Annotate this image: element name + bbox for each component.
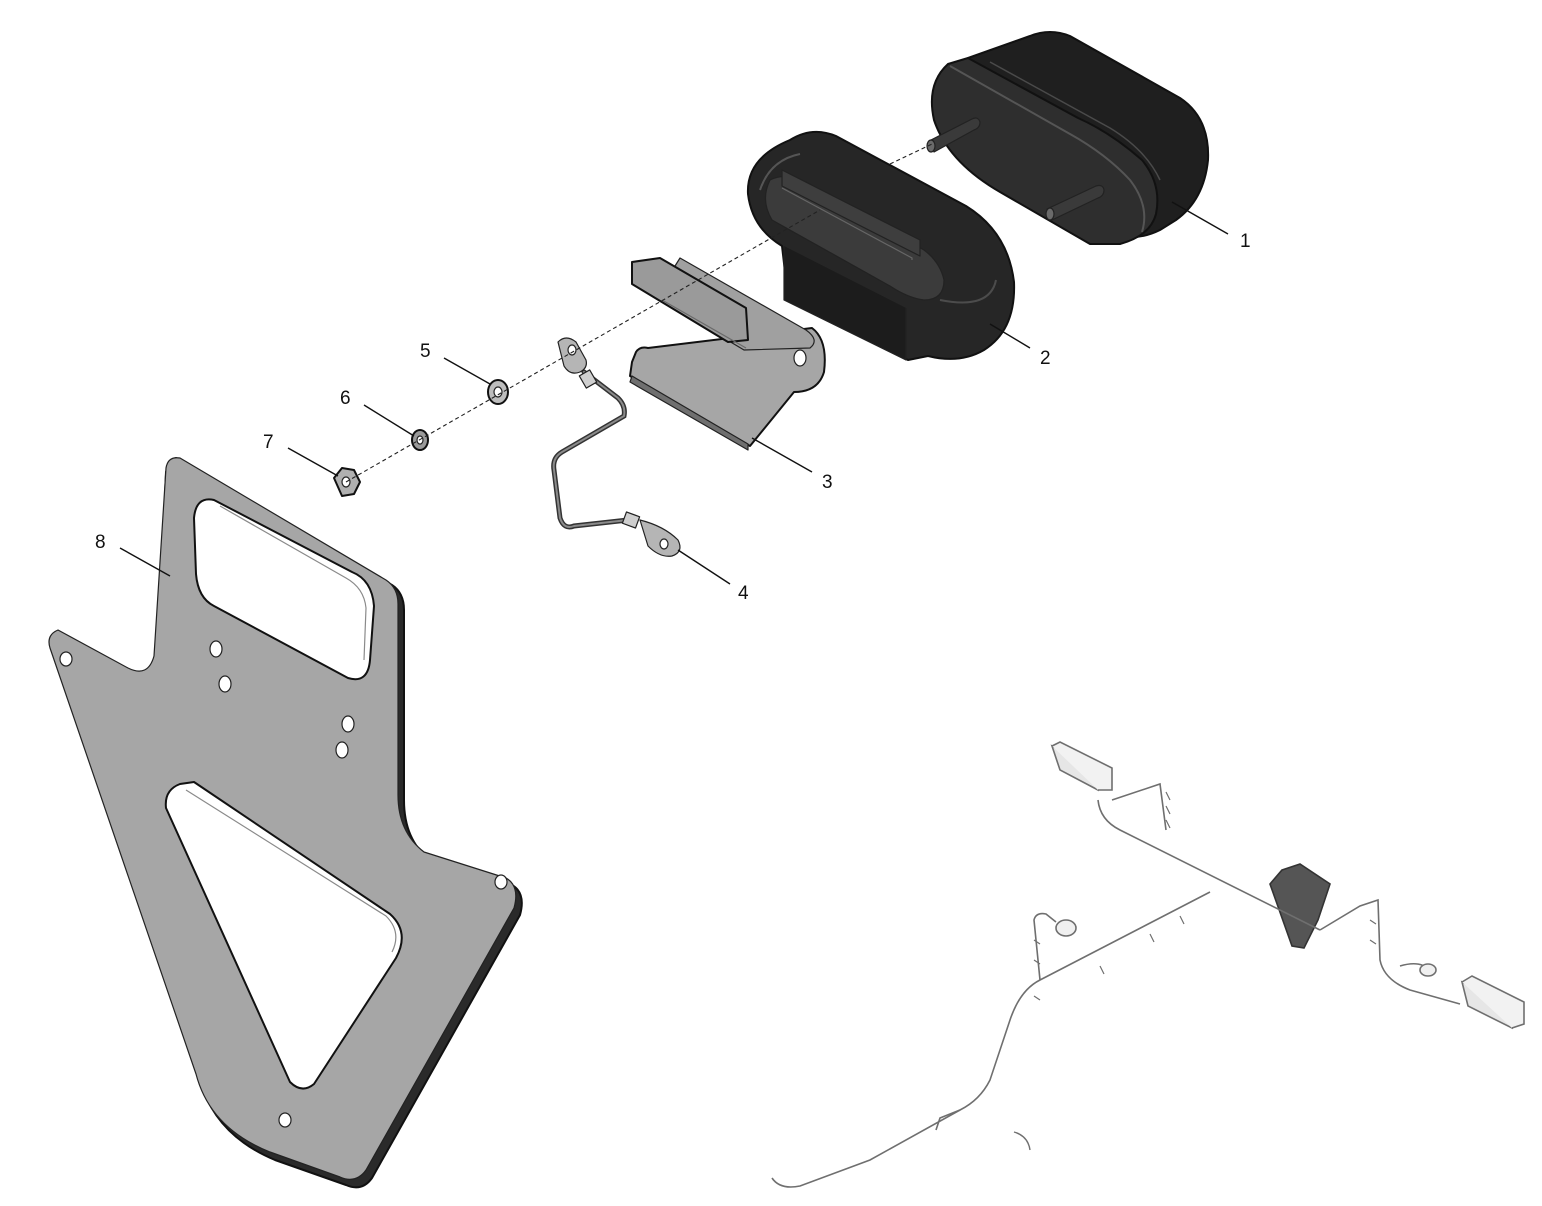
callout-5: 5 [420,341,431,362]
leader-lines [119,201,1229,585]
callout-1: 1 [1240,231,1251,252]
oval-lamp [926,31,1210,245]
lamp-bracket [629,257,826,451]
callout-8: 8 [95,532,106,553]
callout-4: 4 [738,583,749,604]
callout-labels: 1 2 3 4 5 6 7 8 [95,231,1251,604]
mounting-bracket-plate [48,457,523,1189]
rubber-grommet [746,130,1016,361]
ground-wire [551,337,681,557]
callout-6: 6 [340,388,351,409]
inset-lamp-left [1050,741,1113,792]
wiring-harness-inset [771,741,1525,1188]
inset-bracket [1269,863,1331,949]
flat-washer [487,379,509,405]
assembly-axis-lines [345,143,933,483]
callout-3: 3 [822,472,833,493]
callout-2: 2 [1040,348,1051,369]
inset-lamp-right [1460,975,1525,1030]
callout-7: 7 [263,432,274,453]
